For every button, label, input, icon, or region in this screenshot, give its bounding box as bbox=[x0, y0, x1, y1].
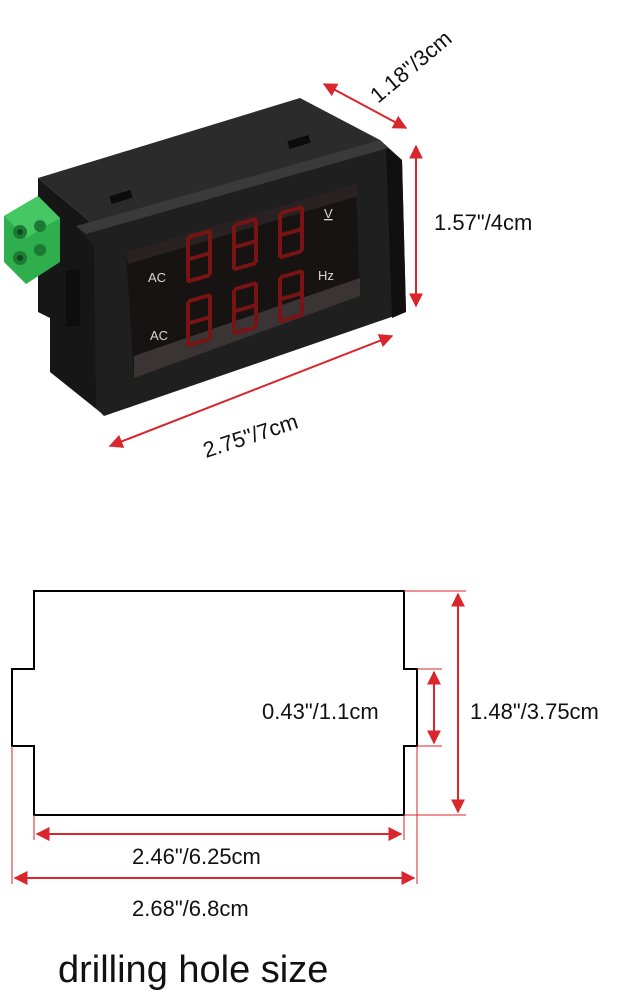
height-dimension-label: 1.57"/4cm bbox=[434, 210, 532, 235]
extension-lines bbox=[11, 590, 466, 884]
display-digits bbox=[186, 205, 304, 348]
meter-body bbox=[38, 98, 380, 412]
depth-dimension-label: 1.18"/3cm bbox=[365, 25, 456, 107]
width-dimension-line bbox=[108, 334, 394, 448]
unit-label-hertz: Hz bbox=[318, 268, 334, 283]
width-dimension-label: 2.75"/7cm bbox=[200, 409, 301, 463]
outer-width-label: 2.68"/6.8cm bbox=[132, 896, 249, 921]
unit-label-volts: V bbox=[324, 206, 333, 221]
mode-label-top: AC bbox=[148, 270, 166, 285]
inner-width-label: 2.46"/6.25cm bbox=[132, 844, 261, 869]
cutout-caption: drilling hole size bbox=[58, 949, 328, 991]
notch-height-label: 0.43"/1.1cm bbox=[262, 699, 379, 724]
depth-dimension-line bbox=[322, 83, 408, 129]
total-height-label: 1.48"/3.75cm bbox=[470, 699, 599, 724]
mode-label-bottom: AC bbox=[150, 328, 168, 343]
terminal-block bbox=[4, 196, 60, 284]
